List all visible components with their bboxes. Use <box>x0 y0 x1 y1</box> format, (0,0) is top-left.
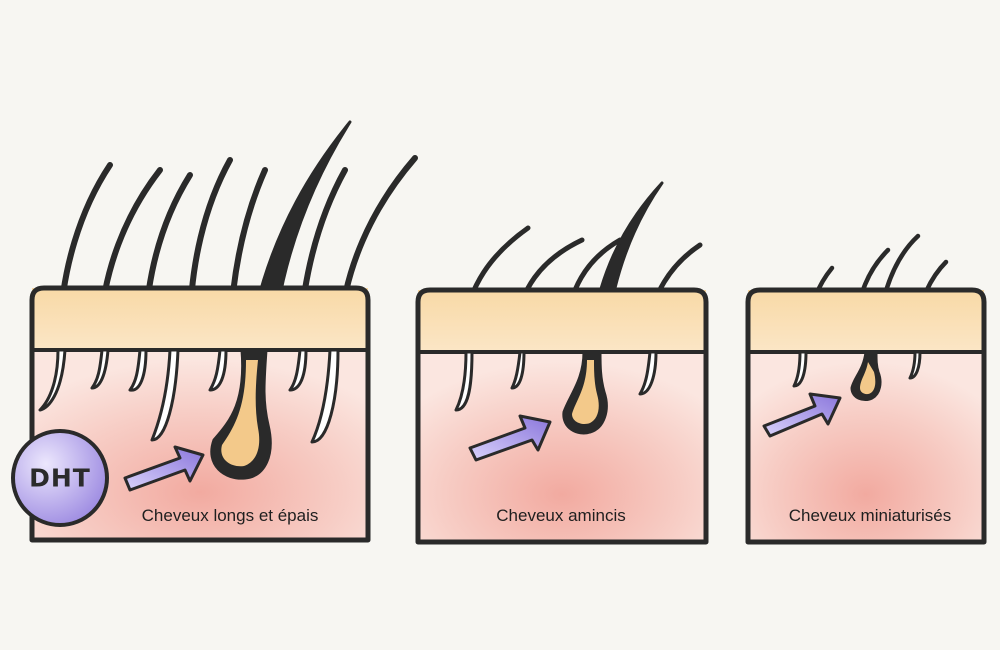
stage-miniaturized-arrow <box>762 392 842 438</box>
stage-thick-epidermis <box>32 288 368 350</box>
stage-thinned-caption: Cheveux amincis <box>496 506 626 525</box>
stage-miniaturized-roots <box>792 350 922 388</box>
stage-thick-arrow <box>123 445 205 492</box>
stage-thinned-epidermis <box>418 290 706 352</box>
stage-thinned-roots <box>454 350 658 412</box>
stage-thick-caption: Cheveux longs et épais <box>141 506 319 525</box>
dht-molecule-circle <box>11 429 109 527</box>
stage-miniaturized-caption: Cheveux miniaturisés <box>788 506 952 525</box>
stage-thick-roots <box>38 348 340 444</box>
stage-miniaturized-epidermis <box>748 290 984 352</box>
stage-miniaturized-panel <box>745 233 987 545</box>
stage-thinned-arrow <box>468 414 552 462</box>
stage-thinned-panel <box>415 181 709 545</box>
dht-label: DHT <box>29 463 91 493</box>
stage-thick-panel <box>11 120 418 543</box>
